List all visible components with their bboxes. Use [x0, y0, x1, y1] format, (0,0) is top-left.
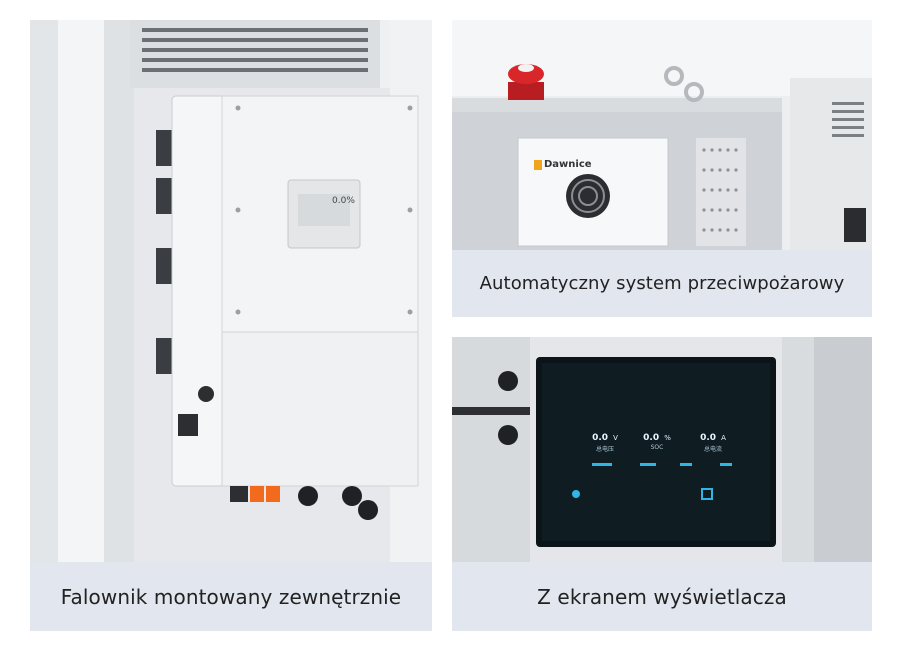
- top-right-panel: Dawnice Automatyczny system przeciwpożar…: [452, 20, 872, 317]
- caption-top-right: Automatyczny system przeciwpożarowy: [452, 250, 872, 317]
- brand-label: Dawnice: [544, 159, 592, 170]
- fire-system-photo: [452, 20, 872, 250]
- inverter-photo: [30, 20, 432, 562]
- soc-label: SOC: [650, 444, 664, 451]
- soc-value: 0.0: [643, 433, 660, 443]
- voltage-unit: V: [613, 434, 618, 442]
- voltage-label: 总电压: [595, 446, 614, 453]
- current-unit: A: [721, 434, 726, 442]
- display-photo: [452, 337, 872, 562]
- screen-current: 0.0 A 总电流: [688, 425, 738, 453]
- current-label: 总电流: [703, 446, 722, 453]
- caption-left: Falownik montowany zewnętrznie: [30, 562, 432, 631]
- bottom-right-panel: 0.0 V 总电压 0.0 % SOC 0.0 A 总电流 Z ekranem …: [452, 337, 872, 631]
- left-panel: 0.0% Falownik montowany zewnętrznie: [30, 20, 432, 631]
- screen-soc: 0.0 % SOC: [632, 425, 682, 451]
- current-value: 0.0: [700, 433, 717, 443]
- soc-unit: %: [664, 434, 671, 442]
- inverter-display-value: 0.0%: [332, 196, 355, 206]
- screen-voltage: 0.0 V 总电压: [580, 425, 630, 453]
- voltage-value: 0.0: [592, 433, 609, 443]
- caption-bottom-right: Z ekranem wyświetlacza: [452, 562, 872, 631]
